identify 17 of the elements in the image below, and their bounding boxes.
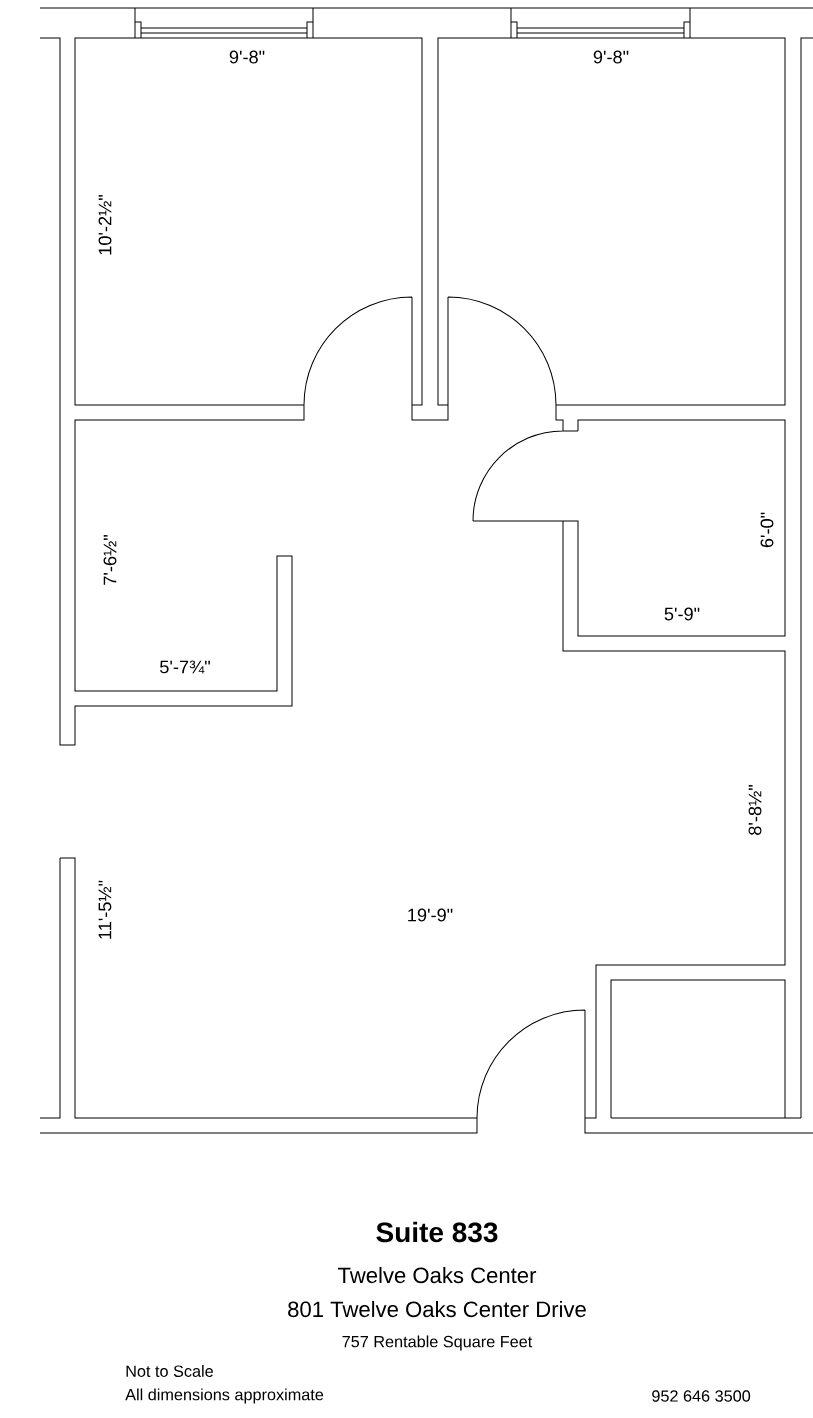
note-text: Not to Scale (126, 1365, 213, 1377)
title: Suite 833 (376, 1221, 498, 1243)
dimension-label: 6'-0" (760, 512, 774, 548)
area-text: 757 Rentable Square Feet (342, 1335, 533, 1351)
dimension-label: 10'-2½" (98, 195, 112, 255)
dimension-label: 9'-8" (593, 50, 629, 64)
dimension-label: 11'-5½" (98, 880, 112, 939)
building-name: Twelve Oaks Center (338, 1266, 537, 1284)
address-text: 801 Twelve Oaks Center Drive (288, 1300, 586, 1318)
dimension-label: 9'-8" (229, 50, 265, 64)
dimension-label: 5'-7¾" (160, 660, 210, 674)
phone-number: 952 646 3500 (652, 1390, 751, 1402)
dimension-label: 19'-9" (408, 908, 453, 922)
note-text: All dimensions approximate (125, 1388, 324, 1404)
dimension-label: 5'-9" (664, 607, 700, 621)
dimension-label: 7'-6½" (103, 535, 117, 585)
dimension-label: 8'-8½" (748, 785, 762, 835)
